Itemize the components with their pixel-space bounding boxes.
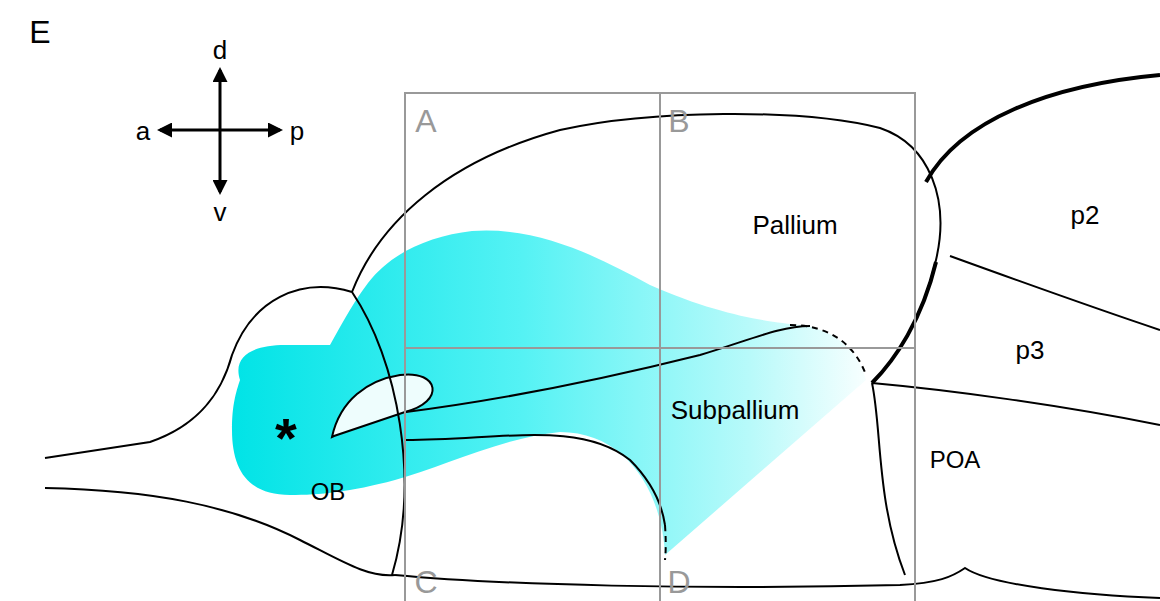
axis-label: v — [214, 199, 227, 225]
region-name: Pallium — [752, 212, 837, 238]
axis-label: d — [213, 37, 227, 63]
axis-label: a — [136, 118, 150, 144]
brain-outline — [45, 114, 1160, 598]
region-name: POA — [930, 448, 981, 472]
asterisk-mark: * — [275, 410, 297, 466]
region-name: p3 — [1016, 337, 1045, 363]
region-name: p2 — [1071, 202, 1100, 228]
panel-letter: C — [414, 566, 437, 598]
panel-letter: B — [668, 105, 689, 137]
panel-grid — [405, 93, 915, 601]
region-name: OB — [311, 480, 346, 504]
axis-label: p — [290, 118, 304, 144]
ventricle-gap — [332, 374, 433, 437]
expression-domain — [232, 230, 866, 555]
panel-letter: D — [667, 566, 690, 598]
orientation-compass — [160, 70, 280, 192]
region-name: Subpallium — [671, 397, 800, 423]
panel-letter: E — [29, 16, 50, 48]
panel-letter: A — [415, 105, 436, 137]
